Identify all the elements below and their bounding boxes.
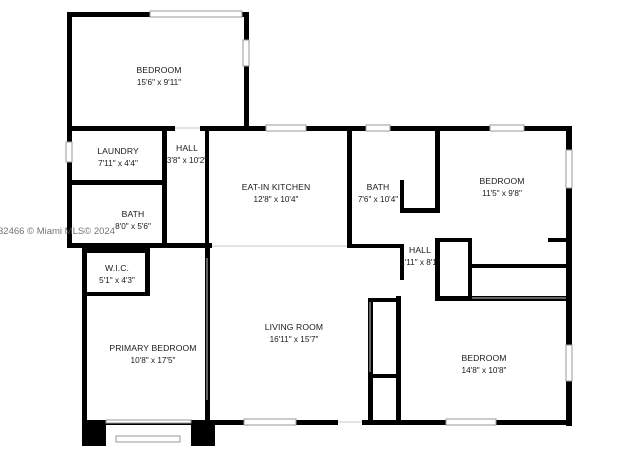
windows — [65, 10, 573, 443]
watermark: 32466 © Miami MLS© 2024 — [0, 226, 115, 237]
bedroom-right-dims: 11'5" x 9'8" — [482, 189, 522, 198]
eat-in-kitchen-dims: 12'8" x 10'4" — [254, 195, 299, 204]
wic-dims: 5'1" x 4'3" — [99, 276, 135, 285]
bath-center-name: BATH — [367, 182, 390, 192]
door-openings — [175, 127, 566, 423]
bath-center-dims: 7'6" x 10'4" — [358, 195, 398, 204]
living-room-dims: 16'11" x 15'7" — [270, 335, 319, 344]
eat-in-kitchen-name: EAT-IN KITCHEN — [242, 182, 311, 192]
bath-left-name: BATH — [122, 209, 145, 219]
room-labels: BEDROOM 15'6" x 9'11" LAUNDRY 7'11" x 4'… — [97, 65, 524, 375]
bedroom-top-name: BEDROOM — [136, 65, 181, 75]
bedroom-top-dims: 15'6" x 9'11" — [137, 78, 181, 87]
bedroom-right-name: BEDROOM — [479, 176, 524, 186]
primary-bedroom-dims: 10'8" x 17'5" — [131, 356, 176, 365]
laundry-dims: 7'11" x 4'4" — [98, 159, 138, 168]
hall-right-name: HALL — [409, 245, 431, 255]
bath-left-dims: 8'0" x 5'6" — [115, 222, 151, 231]
wic-name: W.I.C. — [105, 263, 129, 273]
laundry-name: LAUNDRY — [97, 146, 139, 156]
hall-left-name: HALL — [176, 143, 198, 153]
primary-bedroom-name: PRIMARY BEDROOM — [109, 343, 196, 353]
bedroom-bottom-dims: 14'8" x 10'8" — [462, 366, 507, 375]
hall-right-dims: 2'11" x 8'1" — [400, 258, 440, 267]
hall-left-dims: 3'8" x 10'2" — [167, 156, 207, 165]
living-room-name: LIVING ROOM — [265, 322, 323, 332]
bedroom-bottom-name: BEDROOM — [461, 353, 506, 363]
